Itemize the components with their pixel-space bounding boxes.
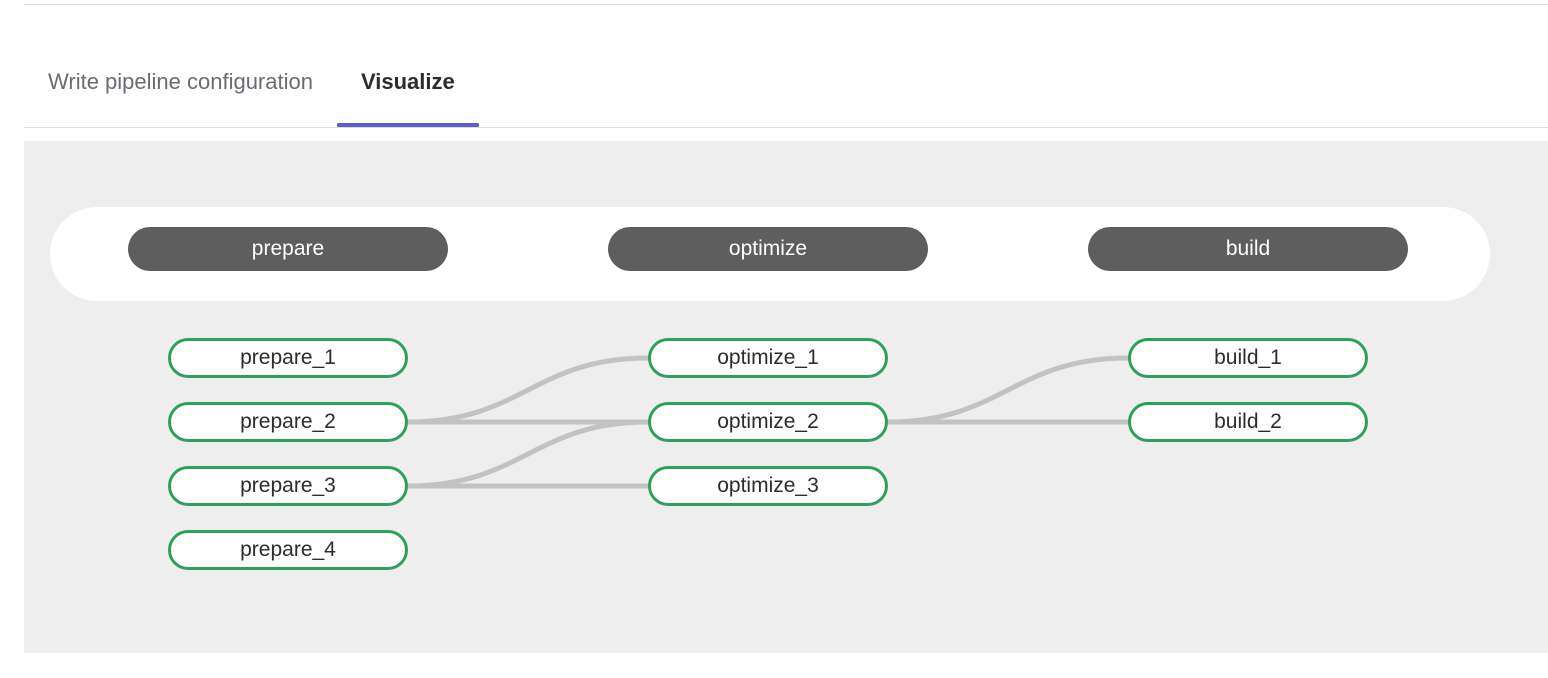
job-node-optimize_3[interactable]: optimize_3 xyxy=(648,466,888,506)
job-node-label: prepare_3 xyxy=(240,474,336,497)
job-node-label: build_2 xyxy=(1214,410,1282,433)
top-divider xyxy=(24,4,1548,5)
stage-label: prepare xyxy=(251,237,325,260)
edges-layer xyxy=(405,355,1131,489)
stage-label: build xyxy=(1225,237,1271,260)
job-node-build_1[interactable]: build_1 xyxy=(1128,338,1368,378)
job-node-build_2[interactable]: build_2 xyxy=(1128,402,1368,442)
stage-pill-build[interactable]: build xyxy=(1088,227,1408,271)
stage-header-bar: prepare optimize build xyxy=(50,207,1490,301)
job-node-label: prepare_4 xyxy=(240,538,336,561)
stage-pill-optimize[interactable]: optimize xyxy=(608,227,928,271)
tab-write-pipeline-configuration[interactable]: Write pipeline configuration xyxy=(24,36,337,127)
tab-label: Write pipeline configuration xyxy=(48,68,313,94)
job-node-prepare_4[interactable]: prepare_4 xyxy=(168,530,408,570)
job-node-prepare_3[interactable]: prepare_3 xyxy=(168,466,408,506)
edge-optimize_2-to-build_1 xyxy=(885,355,1131,425)
job-node-optimize_2[interactable]: optimize_2 xyxy=(648,402,888,442)
job-node-label: optimize_3 xyxy=(717,474,819,497)
job-node-prepare_1[interactable]: prepare_1 xyxy=(168,338,408,378)
edge-prepare_3-to-optimize_2 xyxy=(405,419,651,489)
job-node-label: prepare_2 xyxy=(240,410,336,433)
tab-visualize[interactable]: Visualize xyxy=(336,36,479,127)
tab-label: Visualize xyxy=(360,68,455,94)
pipeline-canvas: prepare optimize build prepare_1 prepare_… xyxy=(24,141,1548,653)
stage-label: optimize xyxy=(728,237,808,260)
edge-prepare_2-to-optimize_1 xyxy=(405,355,651,425)
tab-bar: Write pipeline configuration Visualize xyxy=(24,36,1548,128)
job-node-optimize_1[interactable]: optimize_1 xyxy=(648,338,888,378)
job-node-label: optimize_2 xyxy=(717,410,819,433)
job-node-label: prepare_1 xyxy=(240,346,336,369)
job-node-prepare_2[interactable]: prepare_2 xyxy=(168,402,408,442)
job-node-label: build_1 xyxy=(1214,346,1282,369)
stage-pill-prepare[interactable]: prepare xyxy=(128,227,448,271)
job-node-label: optimize_1 xyxy=(717,346,819,369)
